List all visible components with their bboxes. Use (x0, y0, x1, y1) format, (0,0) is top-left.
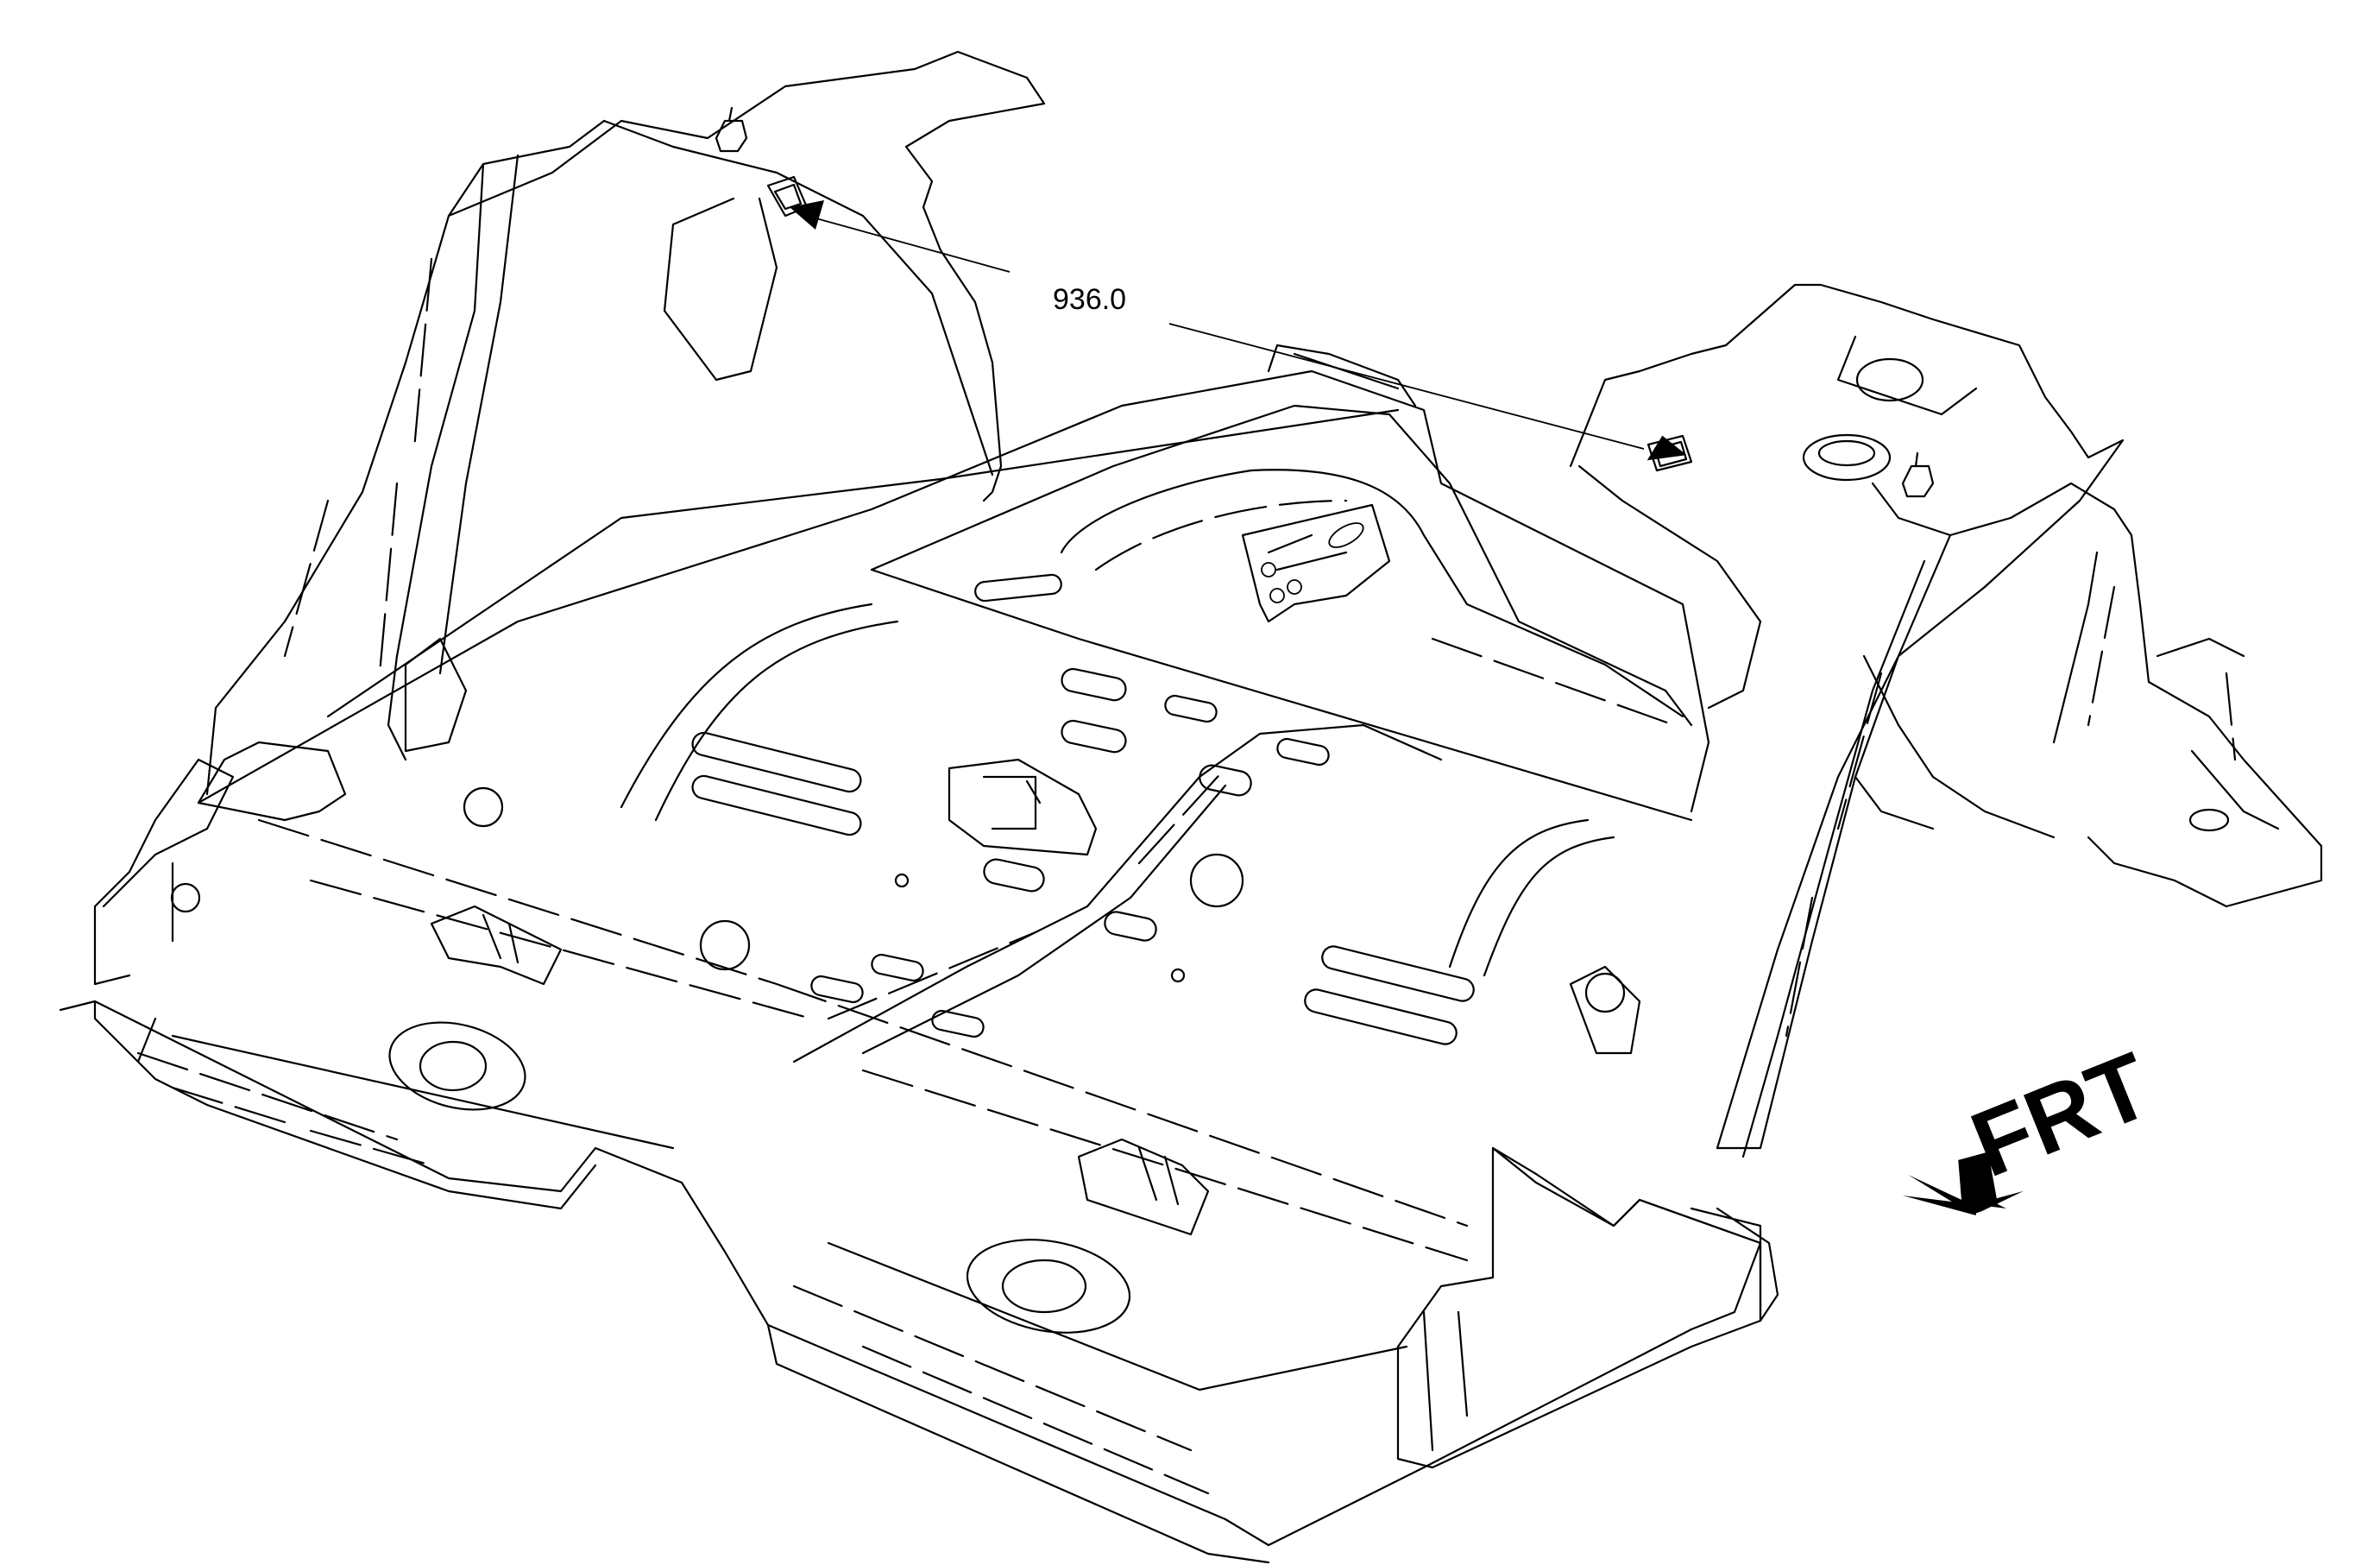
cargo-bracket (1241, 503, 1391, 623)
rear-beam (1267, 344, 1417, 407)
right-quarter-inner (1577, 335, 2012, 710)
cargo-dash (1094, 499, 1676, 727)
right-tower-oval (1855, 357, 1924, 402)
left-spare-well-inner (419, 1040, 488, 1092)
right-pillar-dash (1785, 672, 1883, 1038)
arrowhead-icon (1646, 435, 1687, 461)
cargo-area-outline (870, 404, 1693, 727)
left-pillar-flange (93, 758, 235, 986)
dimension-leader-upper (806, 215, 1011, 273)
rear-spare-well-inner (1001, 1259, 1087, 1314)
dimension-value: 936.0 (1053, 283, 1126, 316)
front-label: FRT (1957, 1032, 2164, 1196)
right-shock-tower-hole (1802, 433, 1892, 482)
right-outer-hole (2188, 808, 2230, 832)
right-pillar-strut (1716, 533, 1952, 1158)
left-pillar-grommet (170, 882, 201, 913)
front-direction-arrow-icon (1903, 1157, 2006, 1215)
cargo-area-inner (1060, 469, 1684, 718)
floor-studs (463, 786, 1244, 983)
center-bracket (948, 758, 1098, 856)
right-floor-bracket (1569, 965, 1641, 1055)
right-pillar-flange (1396, 1146, 1762, 1469)
right-tower-bolt (1901, 451, 1935, 498)
rear-floor-dash (792, 1284, 1210, 1495)
floor-ribs (691, 573, 1475, 1045)
dimension-leader-lower (1168, 323, 1645, 450)
tunnel-dash (827, 767, 1227, 1020)
floor-seam-dash (257, 818, 1469, 1262)
seat-pan-front-edge (870, 568, 1693, 822)
left-floor-bracket (430, 905, 563, 986)
left-floor-dash-1 (136, 1051, 433, 1167)
rear-floor-bracket (1077, 1138, 1210, 1236)
right-outer-dash (2087, 585, 2237, 761)
right-wheelhouse-lower (1854, 654, 2056, 839)
right-rocker (1690, 1207, 1779, 1322)
left-tower-bolt (715, 106, 748, 153)
left-curved-rib (620, 603, 899, 822)
left-quarter-tower (205, 50, 1046, 796)
left-spare-well-outer (388, 1021, 526, 1111)
front-direction-arrow-icon (1908, 1151, 2024, 1215)
right-floor-grommet (1584, 972, 1626, 1013)
right-curved-rib (1448, 818, 1615, 977)
right-shock-tower-hole-inner (1817, 439, 1876, 467)
rear-cross-member (197, 369, 1710, 813)
floor-tunnel (792, 723, 1443, 1063)
left-quarter-dash (283, 257, 433, 675)
right-quarter-tower (1569, 283, 2125, 1150)
left-floor-panel (93, 1000, 675, 1210)
rear-spare-well-outer (966, 1239, 1131, 1334)
right-outer-quarter (2009, 482, 2323, 908)
right-outer-inner (2052, 551, 2280, 830)
left-tower-lower (197, 637, 468, 822)
cargo-bracket-holes (1261, 522, 1364, 603)
left-tower-strut (602, 119, 994, 476)
floor-pan-outline (59, 1000, 1762, 1547)
center-floor-ridge (326, 408, 1400, 718)
left-quarter-inner (387, 119, 606, 761)
arrowhead-icon (790, 200, 824, 230)
rear-floor-panel (766, 1241, 1408, 1564)
